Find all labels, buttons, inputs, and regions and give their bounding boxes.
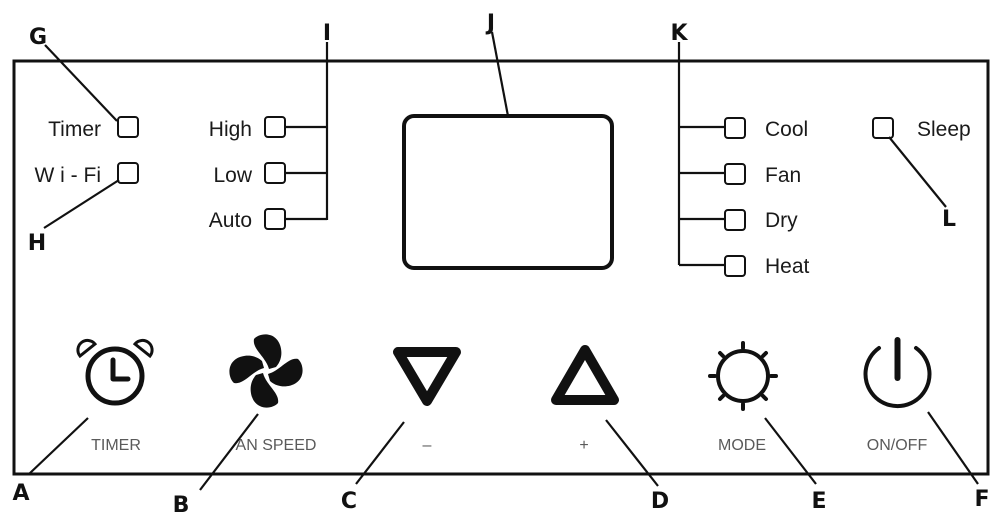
minus-button[interactable]: –: [393, 347, 461, 454]
leader-line-d: [605, 419, 659, 487]
leader-line-j: [490, 31, 510, 117]
triangle-up-icon: [551, 345, 619, 405]
cool-mode-label: Cool: [765, 118, 808, 141]
callout-b: B: [173, 493, 190, 515]
high-speed-label: High: [209, 118, 252, 141]
leader-line-h: [43, 179, 120, 229]
control-panel-outline: [12, 59, 990, 476]
triangle-down-icon: [393, 347, 461, 406]
callout-i: I: [323, 21, 331, 46]
leader-line-e: [764, 417, 817, 485]
leader-line-c: [355, 421, 405, 485]
sun-gear-icon: [708, 341, 778, 411]
callout-k: K: [670, 21, 688, 46]
fan-speed-button-label: AN SPEED: [236, 437, 317, 454]
auto-speed-light: [264, 208, 286, 230]
callout-a: A: [12, 481, 29, 506]
cool-mode-light: [724, 117, 746, 139]
leader-bracket-k: [677, 42, 725, 267]
timer-indicator-light: [117, 116, 139, 138]
timer-button-label: TIMER: [91, 437, 141, 454]
mode-button[interactable]: MODE: [708, 341, 778, 454]
on-off-button[interactable]: ON/OFF: [863, 337, 932, 454]
auto-speed-label: Auto: [209, 209, 252, 232]
callout-c: C: [341, 489, 357, 514]
leader-line-a: [28, 417, 89, 475]
dry-mode-light: [724, 209, 746, 231]
high-speed-light: [264, 116, 286, 138]
leader-line-f: [927, 411, 979, 485]
dry-mode-label: Dry: [765, 209, 798, 232]
leader-line-g: [44, 44, 118, 122]
power-icon: [863, 337, 932, 409]
fan-speed-button[interactable]: AN SPEED: [229, 334, 316, 454]
on-off-button-label: ON/OFF: [867, 437, 928, 454]
plus-button-label: +: [579, 437, 588, 454]
plus-button[interactable]: +: [551, 345, 619, 454]
timer-button[interactable]: TIMER: [76, 338, 154, 454]
callout-g: G: [29, 25, 47, 50]
minus-button-label: –: [423, 437, 432, 454]
fan-icon: [229, 334, 303, 408]
low-speed-label: Low: [213, 164, 252, 187]
heat-mode-label: Heat: [765, 255, 810, 278]
fan-mode-label: Fan: [765, 164, 801, 187]
mode-button-label: MODE: [718, 437, 766, 454]
leader-bracket-i: [285, 42, 329, 221]
callout-e: E: [811, 489, 826, 514]
leader-line-b: [199, 413, 259, 491]
lcd-display: [402, 114, 614, 270]
callout-d: D: [651, 489, 669, 514]
wifi-indicator-label: W i - Fi: [35, 164, 101, 187]
callout-f: F: [974, 487, 989, 512]
wifi-indicator-light: [117, 162, 139, 184]
low-speed-light: [264, 162, 286, 184]
callout-j: J: [485, 11, 495, 36]
sleep-indicator-light: [872, 117, 894, 139]
fan-mode-light: [724, 163, 746, 185]
leader-line-l: [888, 136, 947, 208]
timer-indicator-label: Timer: [48, 118, 101, 141]
sleep-indicator-label: Sleep: [917, 118, 971, 141]
alarm-clock-icon: [76, 338, 154, 406]
callout-l: L: [942, 207, 956, 232]
heat-mode-light: [724, 255, 746, 277]
callout-h: H: [28, 231, 46, 256]
